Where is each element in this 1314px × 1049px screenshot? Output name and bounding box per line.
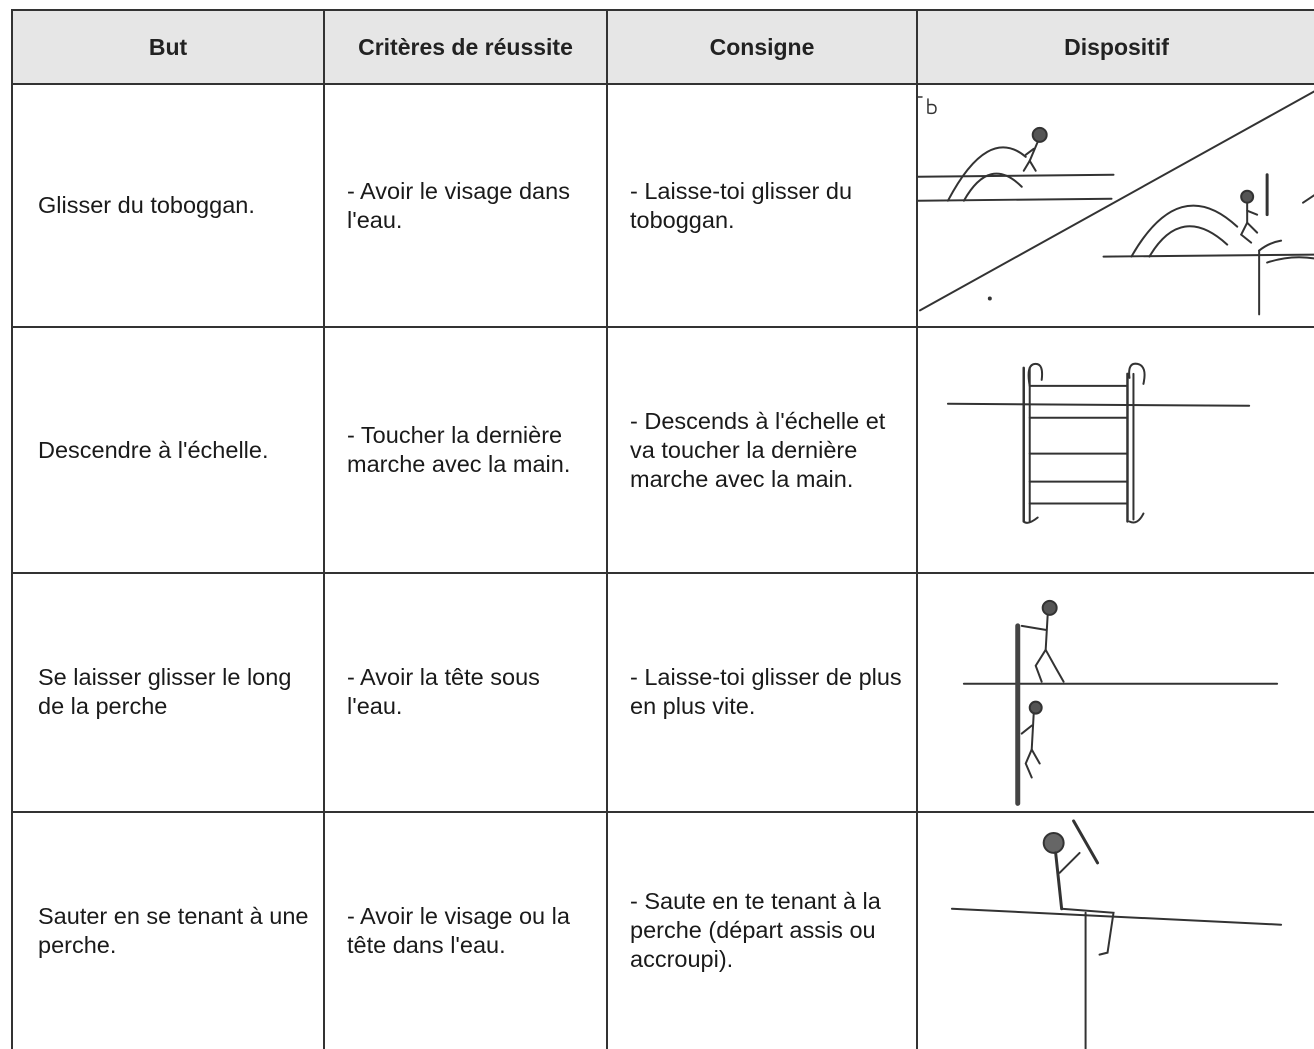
cell-but: Se laisser glisser le long de la perche (11, 571, 325, 814)
cell-criteres: - Avoir la tête sous l'eau. (323, 571, 608, 814)
header-dispositif: Dispositif (916, 9, 1314, 85)
table-body: Glisser du toboggan. - Avoir le visage d… (11, 82, 1314, 1049)
pole-sketch-icon (962, 599, 1279, 806)
cell-consigne: - Laisse-toi glisser du toboggan. (606, 82, 918, 329)
table-row: Descendre à l'échelle. - Toucher la dern… (11, 326, 1314, 574)
cell-criteres: - Avoir le visage ou la tête dans l'eau. (323, 811, 608, 1049)
header-row: But Critères de réussite Consigne Dispos… (11, 9, 1314, 85)
cell-but: Glisser du toboggan. (11, 82, 325, 329)
table-header: But Critères de réussite Consigne Dispos… (11, 9, 1314, 85)
slide-sketch-icon (919, 90, 1314, 316)
jump-sketch-icon (950, 819, 1283, 1049)
ladder-sketch-icon (946, 363, 1251, 525)
cell-consigne: - Saute en te tenant à la perche (départ… (606, 811, 918, 1049)
table-row: Sauter en se tenant à une perche. - Avoi… (11, 811, 1314, 1049)
cell-consigne: - Descends à l'échelle et va toucher la … (606, 326, 918, 574)
header-consigne: Consigne (606, 9, 918, 85)
cell-dispositif (916, 82, 1314, 329)
cell-criteres: - Avoir le visage dans l'eau. (323, 82, 608, 329)
cell-criteres: - Toucher la dernière marche avec la mai… (323, 326, 608, 574)
cell-dispositif (916, 571, 1314, 814)
header-criteres: Critères de réussite (323, 9, 608, 85)
cell-consigne: - Laisse-toi glisser de plus en plus vit… (606, 571, 918, 814)
table-row: Se laisser glisser le long de la perche … (11, 571, 1314, 814)
cell-but: Sauter en se tenant à une perche. (11, 811, 325, 1049)
cell-dispositif (916, 811, 1314, 1049)
table-row: Glisser du toboggan. - Avoir le visage d… (11, 82, 1314, 329)
header-but: But (11, 9, 325, 85)
cell-dispositif (916, 326, 1314, 574)
activity-table: But Critères de réussite Consigne Dispos… (11, 9, 1314, 1049)
cell-but: Descendre à l'échelle. (11, 326, 325, 574)
